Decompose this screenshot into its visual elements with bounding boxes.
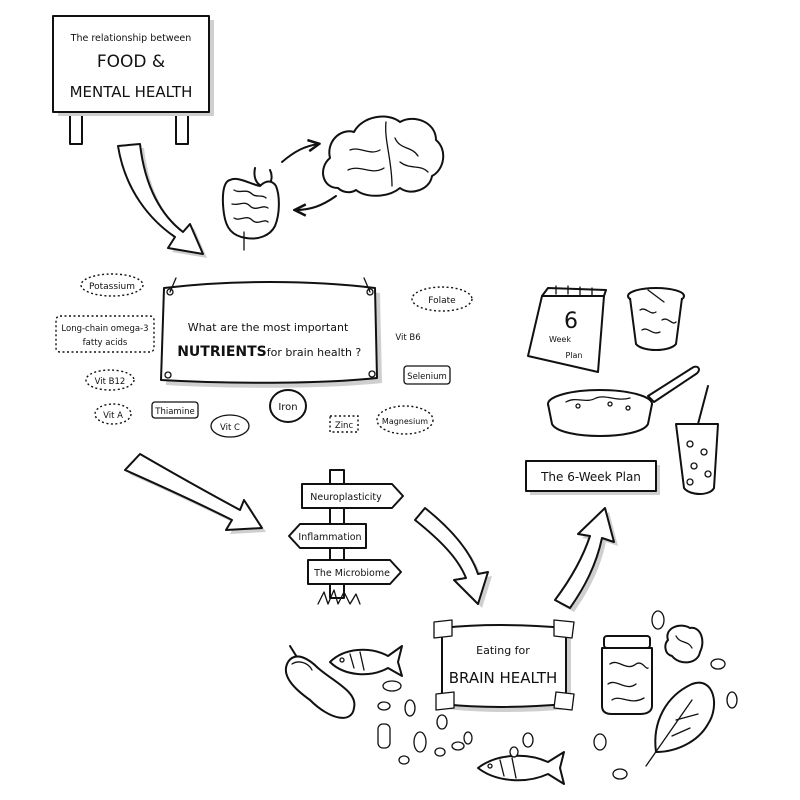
food-mental-health-sign: The relationship between FOOD & MENTAL H… bbox=[52, 15, 214, 145]
smoothie-glass-icon bbox=[675, 385, 719, 495]
nutrient-magnesium-label: Magnesium bbox=[382, 417, 428, 426]
arrow-signpost-to-eating bbox=[414, 507, 492, 608]
arrow-sign-to-nutrients bbox=[117, 143, 207, 258]
calendar-icon: 6 Week Plan bbox=[527, 285, 607, 373]
fish-icon-bottom bbox=[477, 751, 565, 785]
sign-line-3: MENTAL HEALTH bbox=[70, 83, 193, 101]
signpost: Neuroplasticity Inflammation The Microbi… bbox=[288, 469, 404, 605]
calendar-plan-label: Plan bbox=[565, 351, 582, 360]
nutrient-vit-b6-label: Vit B6 bbox=[395, 333, 420, 343]
seed-icon-small bbox=[593, 610, 738, 780]
eating-line-1: Eating for bbox=[476, 644, 530, 657]
walnut-icon bbox=[664, 624, 704, 664]
signpost-sign-3-label: The Microbiome bbox=[313, 568, 390, 579]
arrow-nutrients-to-signpost bbox=[124, 453, 266, 534]
nutrient-selenium-label: Selenium bbox=[407, 372, 447, 382]
nutrient-zinc: Zinc bbox=[329, 415, 359, 433]
nutrient-zinc-label: Zinc bbox=[335, 421, 354, 431]
nutrient-omega-3-line1: Long-chain omega-3 bbox=[61, 324, 148, 334]
signpost-sign-1-label: Neuroplasticity bbox=[310, 492, 382, 503]
nutrient-potassium-label: Potassium bbox=[89, 282, 135, 292]
calendar-week-label: Week bbox=[549, 335, 571, 344]
banner-line-1: What are the most important bbox=[188, 321, 349, 334]
nutrient-vit-b6: Vit B6 bbox=[395, 333, 420, 343]
eating-brain-health-panel: Eating for BRAIN HEALTH bbox=[433, 619, 575, 712]
calendar-number: 6 bbox=[564, 309, 578, 334]
yogurt-pot-icon bbox=[627, 287, 685, 351]
eating-line-2: BRAIN HEALTH bbox=[449, 669, 558, 687]
nutrient-vit-b12: Vit B12 bbox=[85, 369, 135, 391]
nutrient-vit-c-label: Vit C bbox=[220, 423, 240, 433]
gut-icon bbox=[221, 167, 280, 251]
gut-brain-arrows bbox=[281, 144, 337, 210]
six-week-plan-label: The 6-Week Plan bbox=[525, 460, 660, 495]
nutrient-omega-3-line2: fatty acids bbox=[83, 338, 128, 348]
kimchi-jar-icon bbox=[601, 635, 653, 715]
brain-icon bbox=[322, 115, 445, 197]
arrow-eating-to-plan bbox=[554, 507, 618, 612]
nutrient-thiamine-label: Thiamine bbox=[154, 407, 194, 417]
nutrient-selenium: Selenium bbox=[403, 365, 451, 385]
nutrient-folate-label: Folate bbox=[428, 296, 456, 306]
nutrient-iron-label: Iron bbox=[278, 402, 297, 413]
aubergine-icon bbox=[285, 645, 356, 719]
six-week-plan-text: The 6-Week Plan bbox=[540, 470, 641, 484]
signpost-sign-microbiome: The Microbiome bbox=[307, 559, 402, 585]
sign-line-1: The relationship between bbox=[70, 33, 192, 44]
nutrients-banner: What are the most important NUTRIENTS fo… bbox=[160, 277, 382, 388]
nutrient-vit-c: Vit C bbox=[210, 414, 250, 438]
signpost-sign-2-label: Inflammation bbox=[298, 532, 361, 543]
nutrient-folate: Folate bbox=[411, 286, 473, 312]
fish-icon-top bbox=[329, 645, 403, 677]
spinach-leaf-icon bbox=[645, 681, 716, 767]
sign-line-2: FOOD & bbox=[97, 52, 165, 72]
nutrient-potassium: Potassium bbox=[80, 273, 144, 297]
nutrient-vit-a-label: Vit A bbox=[103, 411, 123, 421]
nuts-and-seeds-icon bbox=[377, 680, 534, 765]
banner-line-2-bold: NUTRIENTS bbox=[177, 344, 267, 360]
nutrient-magnesium: Magnesium bbox=[376, 405, 434, 435]
signpost-sign-neuroplasticity: Neuroplasticity bbox=[301, 483, 404, 509]
pan-icon bbox=[547, 365, 700, 437]
banner-line-2-rest: for brain health ? bbox=[267, 346, 362, 359]
signpost-sign-inflammation: Inflammation bbox=[288, 523, 367, 549]
nutrient-vit-a: Vit A bbox=[94, 403, 132, 425]
nutrient-vit-b12-label: Vit B12 bbox=[95, 377, 126, 387]
nutrient-omega-3: Long-chain omega-3 fatty acids bbox=[55, 315, 155, 353]
nutrient-iron: Iron bbox=[269, 389, 307, 423]
nutrient-thiamine: Thiamine bbox=[151, 401, 199, 419]
